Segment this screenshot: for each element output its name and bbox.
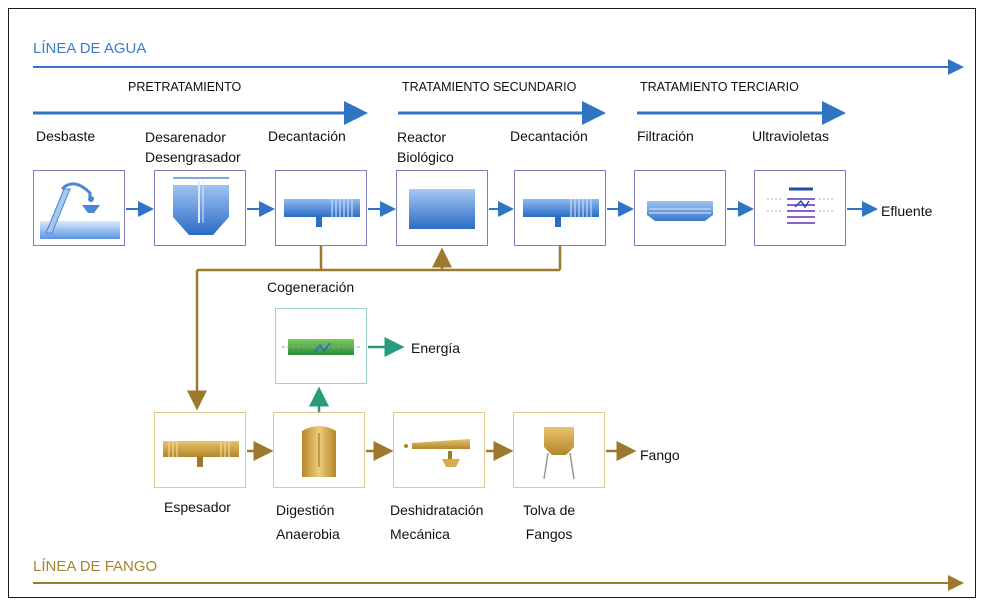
section-tratamiento-secundario: TRATAMIENTO SECUNDARIO — [402, 80, 577, 94]
output-label-efluente: Efluente — [881, 203, 933, 219]
grit-grease-tank-icon — [173, 177, 229, 235]
digester-icon — [302, 426, 336, 477]
sludge-hopper-icon — [543, 427, 575, 480]
stage-label-decantacion-secundaria: Decantación — [510, 128, 588, 144]
output-label-energia: Energía — [411, 340, 461, 356]
box-espesador — [154, 412, 246, 488]
box-filtracion — [634, 170, 726, 246]
uv-disinfection-icon — [767, 187, 835, 224]
box-tolva — [513, 412, 605, 488]
diagram-frame — [8, 8, 976, 598]
thickener-icon — [163, 441, 239, 467]
stage-label-ultravioletas: Ultravioletas — [752, 128, 830, 144]
stage-label-espesador: Espesador — [164, 499, 231, 515]
biological-reactor-icon — [409, 189, 475, 229]
box-decantacion-secundaria — [514, 170, 606, 246]
box-cogeneracion — [275, 308, 367, 384]
cogeneration-label: Cogeneración — [267, 279, 355, 295]
stage-label-digestion-anaerobia: Digestión Anaerobia — [276, 502, 340, 542]
stage-label-filtracion: Filtración — [637, 128, 694, 144]
box-digestion-anaerobia — [273, 412, 365, 488]
box-desbaste — [33, 170, 125, 246]
filter-icon — [647, 201, 713, 221]
output-label-fango: Fango — [640, 447, 680, 463]
box-deshidratacion — [393, 412, 485, 488]
stage-label-desarenador: Desarenador Desengrasador — [145, 129, 241, 165]
stage-label-desbaste: Desbaste — [36, 128, 96, 144]
box-ultravioletas — [754, 170, 846, 246]
sludge-line-title: LÍNEA DE FANGO — [33, 558, 158, 575]
box-reactor-biologico — [396, 170, 488, 246]
dewatering-icon — [404, 439, 470, 467]
stage-label-deshidratacion: Deshidratación Mecánica — [390, 502, 484, 542]
secondary-clarifier-icon — [523, 199, 599, 227]
box-decantacion-primaria — [275, 170, 367, 246]
stage-label-decantacion-primaria: Decantación — [268, 128, 346, 144]
stage-label-reactor-biologico: Reactor Biológico — [397, 129, 454, 165]
stage-label-tolva: Tolva de Fangos — [523, 502, 576, 542]
water-line-title: LÍNEA DE AGUA — [33, 40, 147, 57]
section-tratamiento-terciario: TRATAMIENTO TERCIARIO — [640, 80, 799, 94]
bar-screen-icon — [40, 182, 120, 239]
primary-clarifier-icon — [284, 199, 360, 227]
box-desarenador — [154, 170, 246, 246]
cogeneration-engine-icon — [282, 339, 360, 355]
section-pretratamiento: PRETRATAMIENTO — [128, 80, 242, 94]
